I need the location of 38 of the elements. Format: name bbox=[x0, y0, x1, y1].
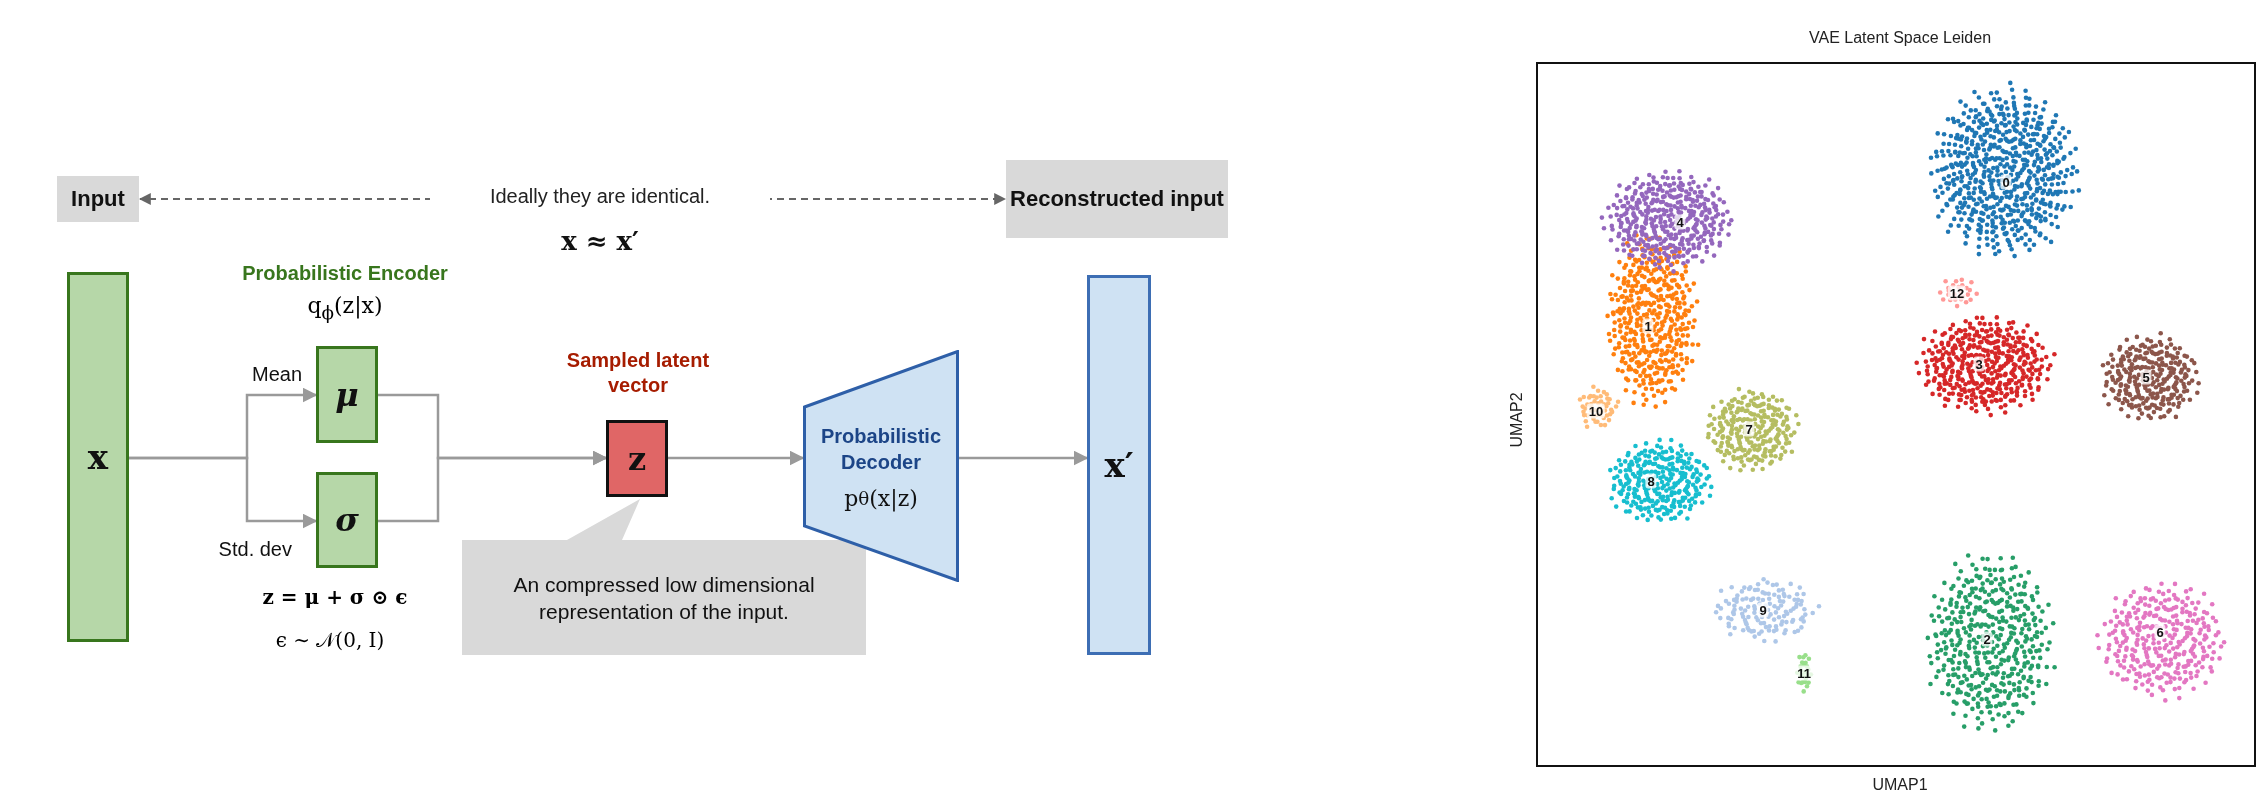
decoder-title: Probabilistic Decoder bbox=[820, 424, 942, 475]
arrow bbox=[668, 450, 805, 466]
cluster-number: 7 bbox=[1743, 421, 1755, 437]
input-box: Input bbox=[57, 176, 139, 222]
formula-text: z = μ + σ ⊙ ϵ bbox=[262, 585, 408, 609]
cluster-number: 11 bbox=[1795, 665, 1813, 681]
cluster-number: 5 bbox=[2140, 369, 2152, 385]
cluster-number: 4 bbox=[1674, 214, 1686, 230]
arrow bbox=[378, 450, 608, 523]
input-vector-bar: x bbox=[67, 272, 129, 642]
callout-text: An compressed low dimensional representation of the input. bbox=[512, 571, 816, 625]
cluster-number: 9 bbox=[1757, 602, 1769, 618]
axis-label: UMAP1 bbox=[1872, 776, 1928, 794]
formula-text: ϵ ∼ 𝒩(0, I) bbox=[275, 628, 385, 652]
latent-vector-box: z bbox=[606, 420, 668, 497]
side-caption: Mean bbox=[251, 363, 302, 386]
axis-label: UMAP2 bbox=[1508, 392, 1526, 448]
cluster-number: 10 bbox=[1586, 403, 1606, 419]
std-dev-box: σ bbox=[316, 472, 378, 568]
mean-box: μ bbox=[316, 346, 378, 443]
cluster-number: 1 bbox=[1642, 318, 1654, 334]
output-box: Reconstructed input bbox=[1006, 160, 1228, 238]
arrow bbox=[129, 456, 318, 529]
formula-text: q$_{ϕ}$(z|x) bbox=[307, 293, 383, 323]
cluster-number: 6 bbox=[2154, 624, 2166, 640]
cluster-number: 0 bbox=[2000, 174, 2012, 190]
cluster-number: 12 bbox=[1947, 285, 1967, 301]
heading: Sampled latent vector bbox=[565, 348, 711, 398]
cluster-number: 3 bbox=[1973, 356, 1985, 372]
side-caption: Std. dev bbox=[218, 538, 292, 561]
cluster-number: 8 bbox=[1645, 473, 1657, 489]
formula-text: x ≈ x′ bbox=[560, 225, 640, 258]
chart-title: VAE Latent Space Leiden bbox=[1808, 29, 1992, 47]
node-label: Ideally they are identical. bbox=[489, 184, 711, 207]
encoder-title: Probabilistic Encoder bbox=[242, 261, 448, 285]
arrow bbox=[958, 450, 1089, 466]
cluster-number: 2 bbox=[1981, 631, 1993, 647]
output-vector-bar: x′ bbox=[1087, 275, 1151, 655]
